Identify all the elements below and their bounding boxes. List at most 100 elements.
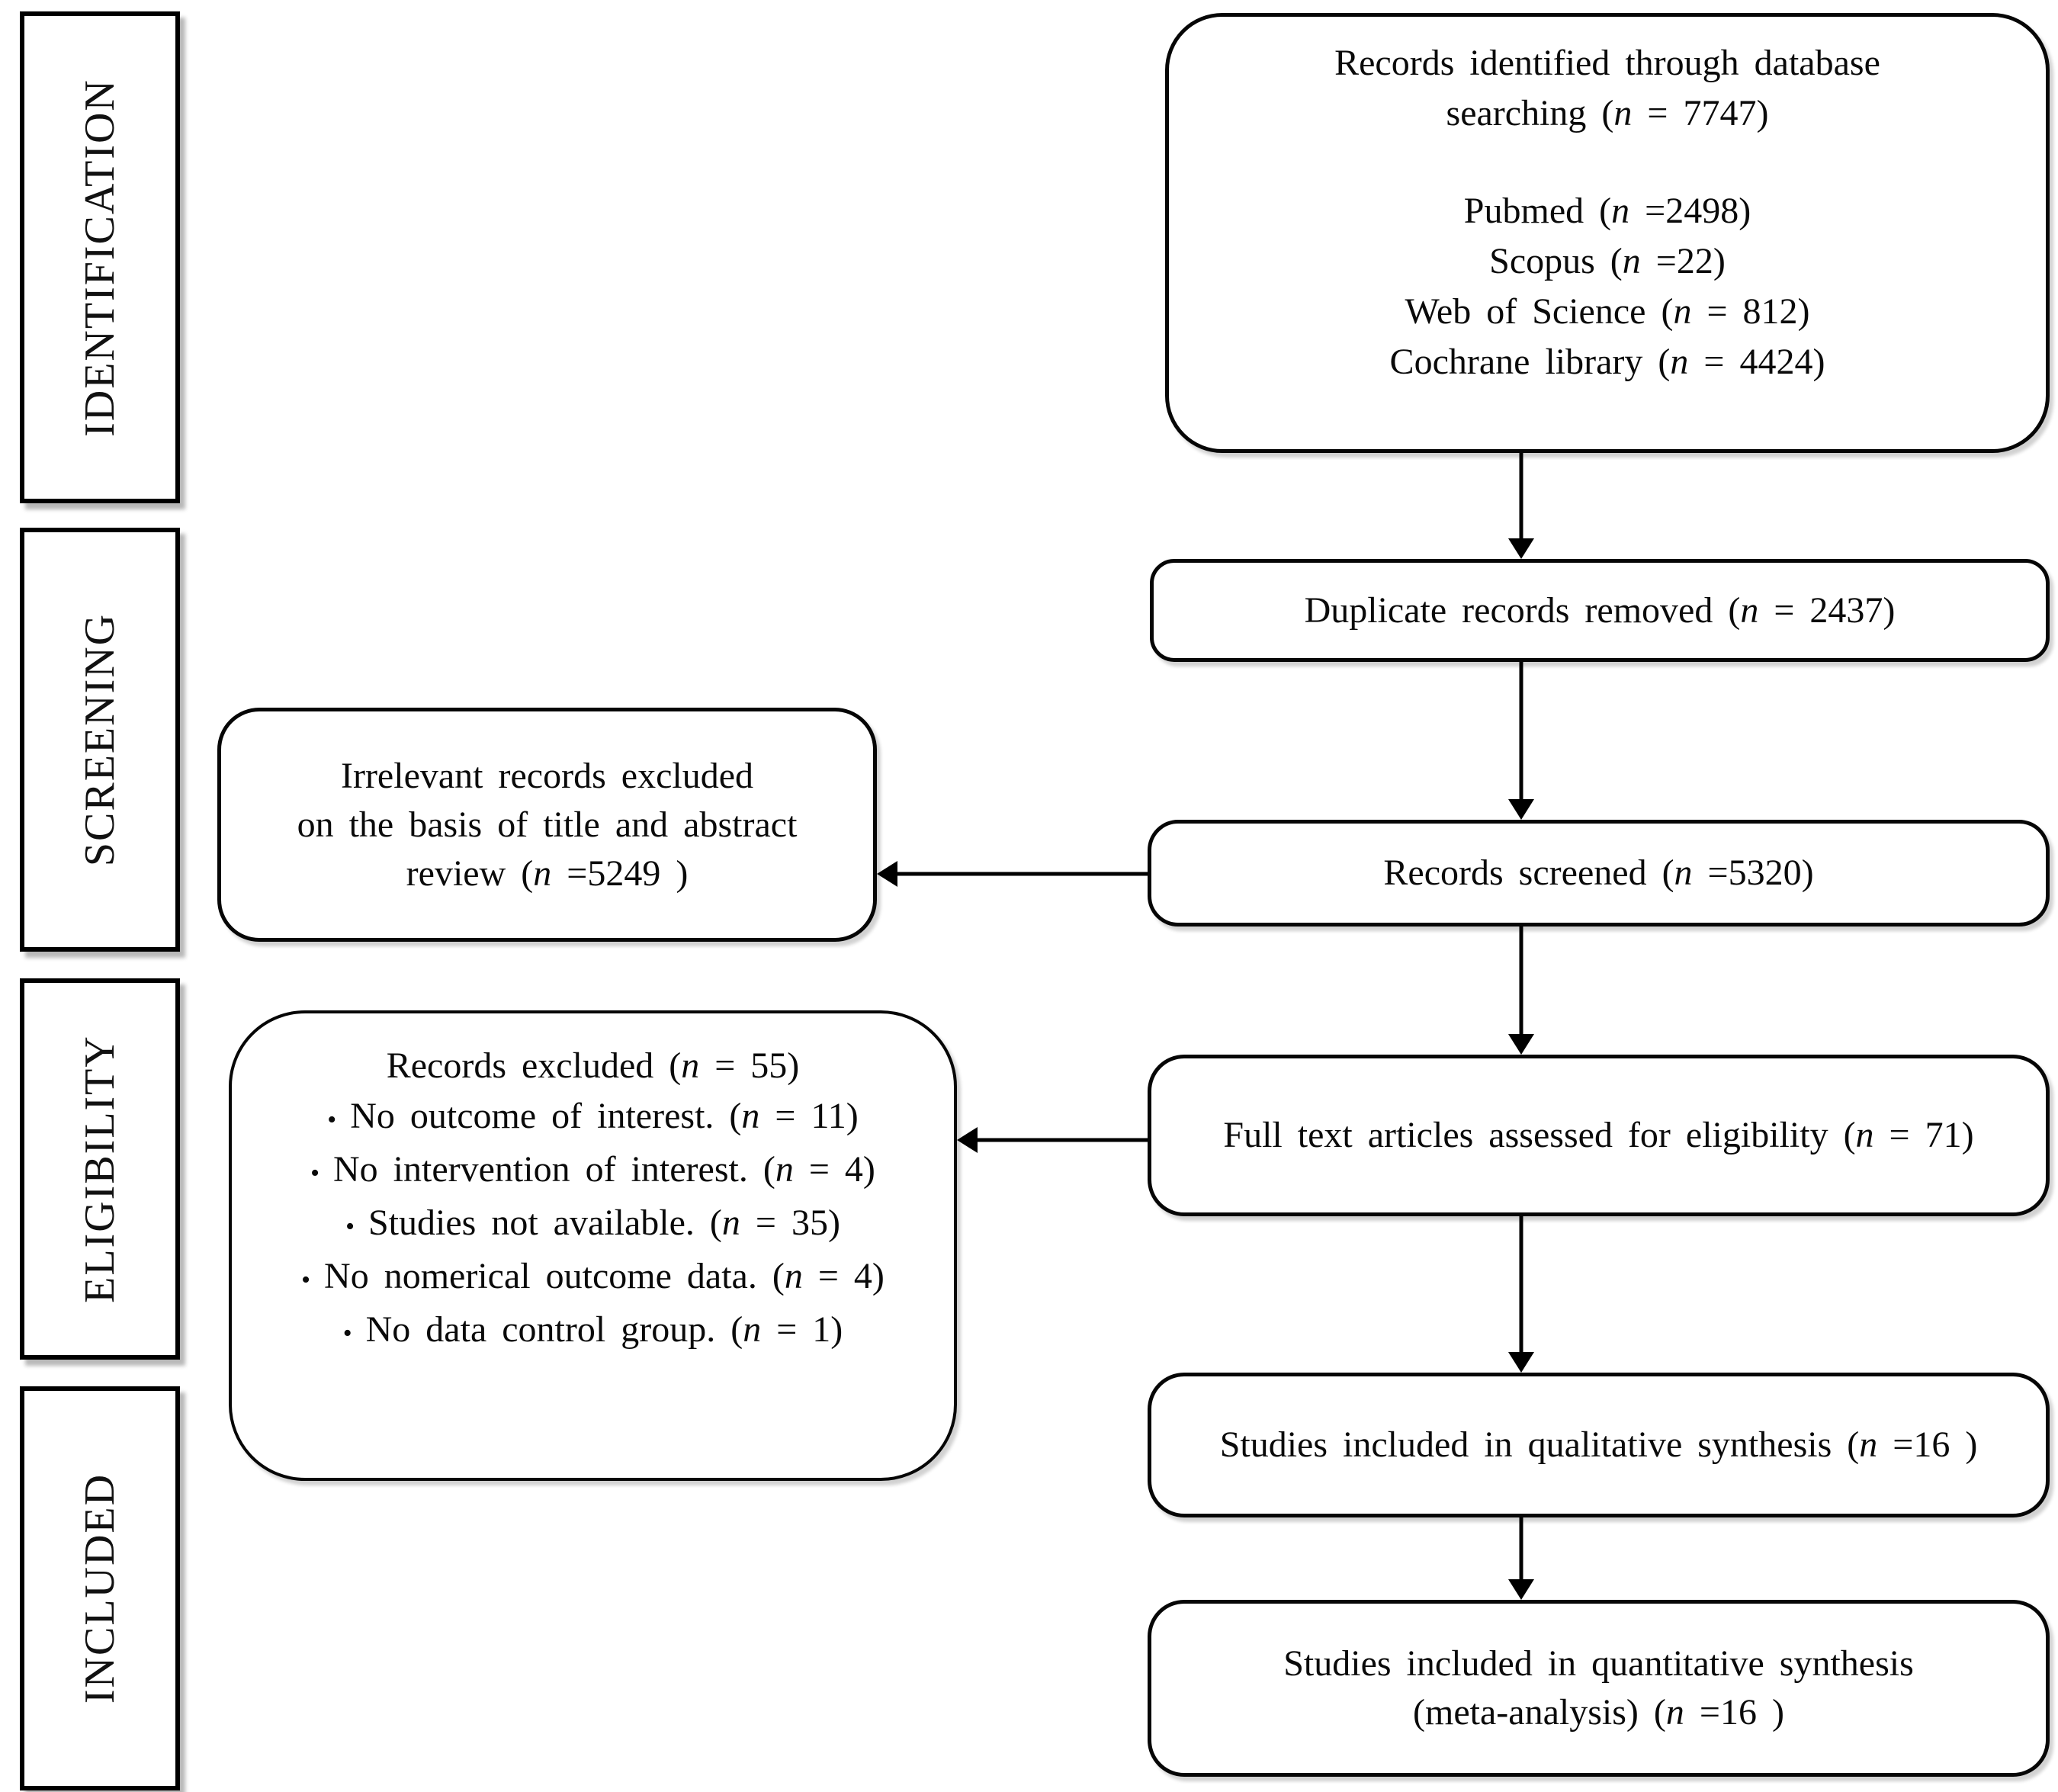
text-segment: (meta-analysis) ( <box>1413 1692 1666 1733</box>
bullet-icon: • <box>345 1212 355 1241</box>
screened-text: Records screened (n =5320) <box>1151 848 2046 898</box>
arrow-screened-to-irrelevant <box>877 860 1148 888</box>
n-variable: n <box>741 1096 760 1136</box>
text-segment: = 55) <box>699 1045 800 1086</box>
text-segment: Studies included in quantitative synthes… <box>1283 1643 1914 1684</box>
arrowhead-down-icon <box>1508 1034 1534 1055</box>
excluded-bullet-item: • No data control group. (n = 1) <box>343 1305 843 1358</box>
text-segment: = 35) <box>740 1203 840 1243</box>
text-segment: Cochrane library ( <box>1389 342 1671 382</box>
n-variable: n <box>1674 853 1693 893</box>
text-segment: = 2437) <box>1758 589 1896 631</box>
stage-included: INCLUDED <box>20 1386 180 1790</box>
text-segment: =5320) <box>1692 853 1814 893</box>
n-variable: n <box>1855 1115 1874 1155</box>
excluded-header: Records excluded (n = 55) <box>232 1041 954 1091</box>
arrowhead-left-icon <box>877 861 897 887</box>
n-variable: n <box>1740 589 1759 631</box>
excluded-item-text: No intervention of interest. (n = 4) <box>333 1145 875 1194</box>
n-variable: n <box>743 1309 762 1350</box>
stage-eligibility: ELIGIBILITY <box>20 978 180 1360</box>
n-variable: n <box>775 1149 794 1190</box>
n-variable: n <box>1673 291 1692 332</box>
identified-source-scopus: Scopus (n =22) <box>1169 236 2046 287</box>
text-segment: No intervention of interest. ( <box>332 1149 775 1190</box>
excluded-bullet-item: • No intervention of interest. (n = 4) <box>310 1145 875 1198</box>
qualitative-text: Studies included in qualitative synthesi… <box>1151 1420 2046 1470</box>
text-segment: review ( <box>406 853 534 894</box>
text-segment: on the basis of title and abstract <box>297 804 798 845</box>
text-segment: Pubmed ( <box>1463 191 1612 231</box>
n-variable: n <box>1670 342 1689 382</box>
arrow-shaft <box>1519 927 1523 1038</box>
text-segment: = 812) <box>1691 291 1810 332</box>
text-segment: No outcome of interest. ( <box>350 1096 742 1136</box>
n-variable: n <box>681 1045 700 1086</box>
text-segment: = 4) <box>802 1256 885 1296</box>
text-segment: =22) <box>1640 241 1726 281</box>
stage-identification: IDENTIFICATION <box>20 11 180 503</box>
box-quantitative-synthesis: Studies included in quantitative synthes… <box>1148 1600 2050 1777</box>
quantitative-line2: (meta-analysis) (n =16 ) <box>1151 1688 2046 1737</box>
excluded-item-text: Studies not available. (n = 35) <box>368 1198 840 1248</box>
identified-source-webofscience: Web of Science (n = 812) <box>1169 287 2046 337</box>
fulltext-text: Full text articles assessed for eligibil… <box>1151 1110 2046 1161</box>
text-segment: Records excluded ( <box>386 1045 682 1086</box>
excluded-bullet-item: • Studies not available. (n = 35) <box>345 1198 840 1251</box>
identified-title-line2: searching (n = 7747) <box>1169 88 2046 139</box>
stage-screening: SCREENING <box>20 528 180 952</box>
excluded-item-text: No data control group. (n = 1) <box>366 1305 843 1354</box>
box-fulltext-assessed: Full text articles assessed for eligibil… <box>1148 1055 2050 1216</box>
arrowhead-down-icon <box>1508 1579 1534 1600</box>
n-variable: n <box>1859 1424 1878 1465</box>
duplicates-text: Duplicate records removed (n = 2437) <box>1154 586 2046 636</box>
excluded-bullet-item: • No nomerical outcome data. (n = 4) <box>301 1251 885 1305</box>
text-segment: =16 ) <box>1684 1692 1784 1733</box>
excluded-item-text: No nomerical outcome data. (n = 4) <box>324 1251 885 1301</box>
n-variable: n <box>533 853 552 894</box>
box-qualitative-synthesis: Studies included in qualitative synthesi… <box>1148 1373 2050 1517</box>
arrow-identified-to-duplicates <box>1507 453 1535 559</box>
n-variable: n <box>1665 1692 1684 1733</box>
n-variable: n <box>1613 93 1633 133</box>
stage-eligibility-label: ELIGIBILITY <box>76 1035 124 1303</box>
quantitative-line1: Studies included in quantitative synthes… <box>1151 1639 2046 1688</box>
stage-identification-label: IDENTIFICATION <box>76 78 124 437</box>
identified-source-pubmed: Pubmed (n =2498) <box>1169 186 2046 236</box>
arrow-shaft <box>974 1138 1148 1142</box>
n-variable: n <box>1622 241 1641 281</box>
arrow-screened-to-fulltext <box>1507 927 1535 1055</box>
text-segment: = 11) <box>759 1096 859 1136</box>
text-segment: Studies included in qualitative synthesi… <box>1219 1424 1860 1465</box>
text-segment: Records screened ( <box>1383 853 1674 893</box>
excluded-item-text: No outcome of interest. (n = 11) <box>350 1091 858 1141</box>
text-segment: Web of Science ( <box>1405 291 1674 332</box>
text-segment: =16 ) <box>1877 1424 1978 1465</box>
arrow-shaft <box>1519 453 1523 542</box>
box-records-screened: Records screened (n =5320) <box>1148 820 2050 927</box>
arrow-shaft <box>1519 662 1523 803</box>
text-segment: Records identified through database <box>1334 43 1880 83</box>
arrow-shaft <box>1519 1517 1523 1583</box>
text-segment: Scopus ( <box>1489 241 1623 281</box>
arrow-qualitative-to-quantitative <box>1507 1517 1535 1600</box>
arrow-fulltext-to-qualitative <box>1507 1216 1535 1373</box>
bullet-icon: • <box>342 1319 352 1347</box>
arrowhead-down-icon <box>1508 799 1534 820</box>
text-segment: Full text articles assessed for eligibil… <box>1223 1115 1856 1155</box>
n-variable: n <box>784 1256 803 1296</box>
excluded-bullet-item: • No outcome of interest. (n = 11) <box>327 1091 858 1145</box>
text-segment: = 71) <box>1873 1115 1974 1155</box>
text-segment: = 1) <box>761 1309 843 1350</box>
stage-included-label: INCLUDED <box>76 1472 124 1704</box>
box-records-identified: Records identified through database sear… <box>1165 13 2050 453</box>
text-segment: =5249 ) <box>551 853 689 894</box>
n-variable: n <box>1611 191 1630 231</box>
box-duplicates-removed: Duplicate records removed (n = 2437) <box>1150 559 2050 662</box>
text-segment: No data control group. ( <box>365 1309 743 1350</box>
arrow-duplicates-to-screened <box>1507 662 1535 820</box>
identified-title-line1: Records identified through database <box>1169 38 2046 88</box>
stage-screening-label: SCREENING <box>76 612 124 867</box>
bullet-icon: • <box>327 1106 337 1134</box>
